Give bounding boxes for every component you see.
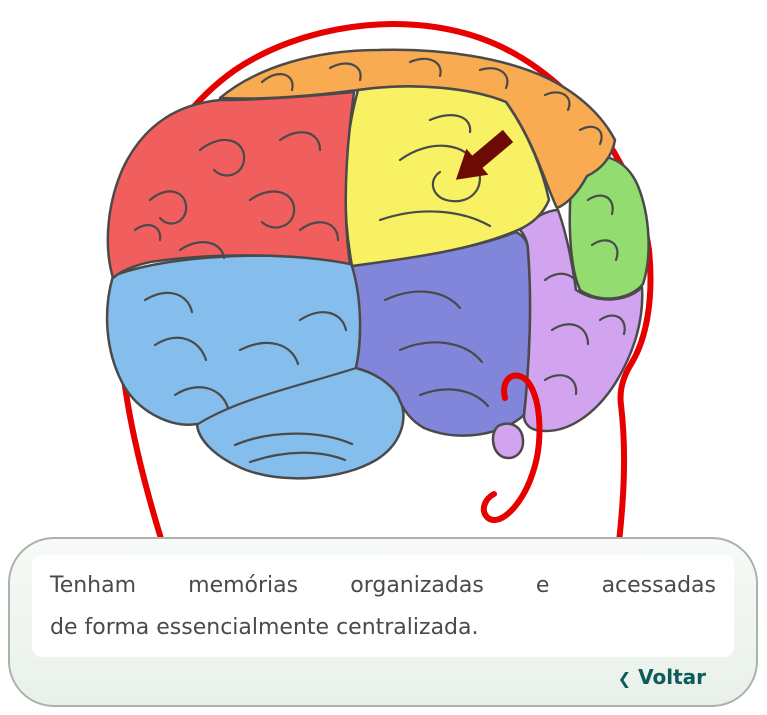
region-pointer-arrow-icon <box>455 129 514 180</box>
caption-line-1: Tenham memórias organizadas e acessadas <box>50 573 716 598</box>
caption-line-2: de forma essencialmente centralizada. <box>50 615 479 640</box>
caption-box: Tenham memórias organizadas e acessadas … <box>32 555 734 657</box>
back-button[interactable]: ❮ Voltar <box>618 665 706 689</box>
region-rear-stem[interactable] <box>491 422 525 460</box>
back-row: ❮ Voltar <box>10 657 756 689</box>
region-frontal[interactable] <box>106 90 356 280</box>
caption-panel: Tenham memórias organizadas e acessadas … <box>8 537 758 707</box>
ear-outline <box>480 372 543 523</box>
region-rear[interactable] <box>518 208 644 433</box>
brain-sulci-lines <box>133 57 626 464</box>
region-rear-upper[interactable] <box>568 155 650 300</box>
back-button-label: Voltar <box>638 665 706 689</box>
back-chevron-icon: ❮ <box>617 668 632 688</box>
brain-regions <box>105 48 650 480</box>
